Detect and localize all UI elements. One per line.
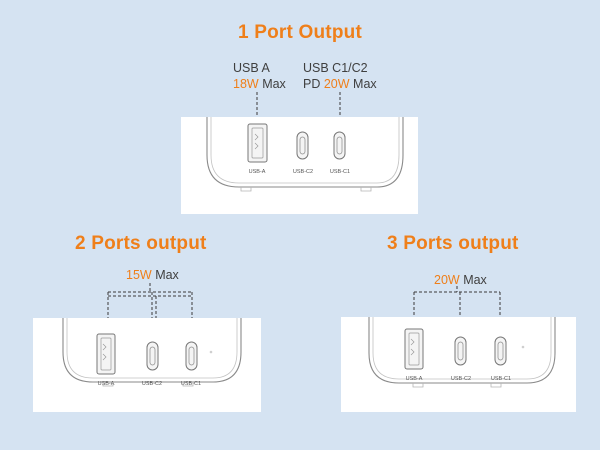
usb-c2-port-icon bbox=[146, 341, 159, 371]
port-label-usb-a: USB-A bbox=[98, 381, 115, 387]
usb-a-port-icon bbox=[247, 123, 268, 163]
usb-c1-port-icon bbox=[333, 131, 346, 160]
usb-c2-port-icon bbox=[296, 131, 309, 160]
usb-c-prefix: PD bbox=[303, 77, 321, 91]
usb-a-watt: 18W bbox=[233, 77, 259, 91]
port-label-usb-c1: USB-C1 bbox=[330, 169, 350, 175]
usb-a-name: USB A bbox=[233, 61, 270, 75]
port-label-usb-a: USB-A bbox=[406, 376, 423, 382]
usb-a-port-icon bbox=[404, 328, 424, 370]
usb-c-watt: 20W bbox=[323, 77, 350, 91]
port-label-usb-c2: USB-C2 bbox=[142, 381, 162, 387]
led-indicator bbox=[521, 345, 525, 349]
section2-max: Max bbox=[155, 268, 179, 282]
charger-panel-3: USB-A USB-C2 USB-C1 bbox=[341, 317, 576, 412]
usb-c1-port-icon bbox=[185, 341, 198, 371]
section3-max: Max bbox=[463, 273, 487, 287]
usb-a-max: Max bbox=[262, 77, 286, 91]
port-label-usb-c1: USB-C1 bbox=[491, 376, 511, 382]
charger-panel-2: USB-A USB-C2 USB-C1 bbox=[33, 318, 261, 412]
led-indicator bbox=[209, 350, 213, 354]
usb-a-port-icon bbox=[96, 333, 116, 375]
section2-rating: 15W Max bbox=[126, 267, 179, 283]
charger-panel-1: USB-A USB-C2 USB-C1 bbox=[181, 117, 418, 214]
section3-title: 3 Ports output bbox=[387, 233, 519, 254]
usb-a-rating: 18W Max bbox=[233, 76, 286, 92]
usb-c2-port-icon bbox=[454, 336, 467, 366]
section1-title: 1 Port Output bbox=[238, 22, 362, 43]
section2-watt: 15W bbox=[126, 268, 152, 282]
section3-rating: 20W Max bbox=[434, 272, 487, 288]
usb-c-max: Max bbox=[353, 77, 377, 91]
charger-drawing-3: USB-A USB-C2 USB-C1 bbox=[368, 317, 556, 388]
port-label-usb-c1: USB-C1 bbox=[181, 381, 201, 387]
usb-c-name: USB C1/C2 bbox=[303, 61, 368, 75]
charger-drawing-2: USB-A USB-C2 USB-C1 bbox=[62, 318, 242, 387]
usb-c-rating: PD 20W Max bbox=[303, 76, 377, 92]
usb-c-spec: USB C1/C2 PD 20W Max bbox=[303, 60, 377, 92]
section2-title: 2 Ports output bbox=[75, 233, 207, 254]
section3-watt: 20W bbox=[434, 273, 460, 287]
charger-drawing-1: USB-A USB-C2 USB-C1 bbox=[206, 117, 404, 192]
port-label-usb-c2: USB-C2 bbox=[451, 376, 471, 382]
usb-c1-port-icon bbox=[494, 336, 507, 366]
port-label-usb-c2: USB-C2 bbox=[293, 169, 313, 175]
usb-a-spec: USB A 18W Max bbox=[233, 60, 286, 92]
port-label-usb-a: USB-A bbox=[249, 169, 266, 175]
